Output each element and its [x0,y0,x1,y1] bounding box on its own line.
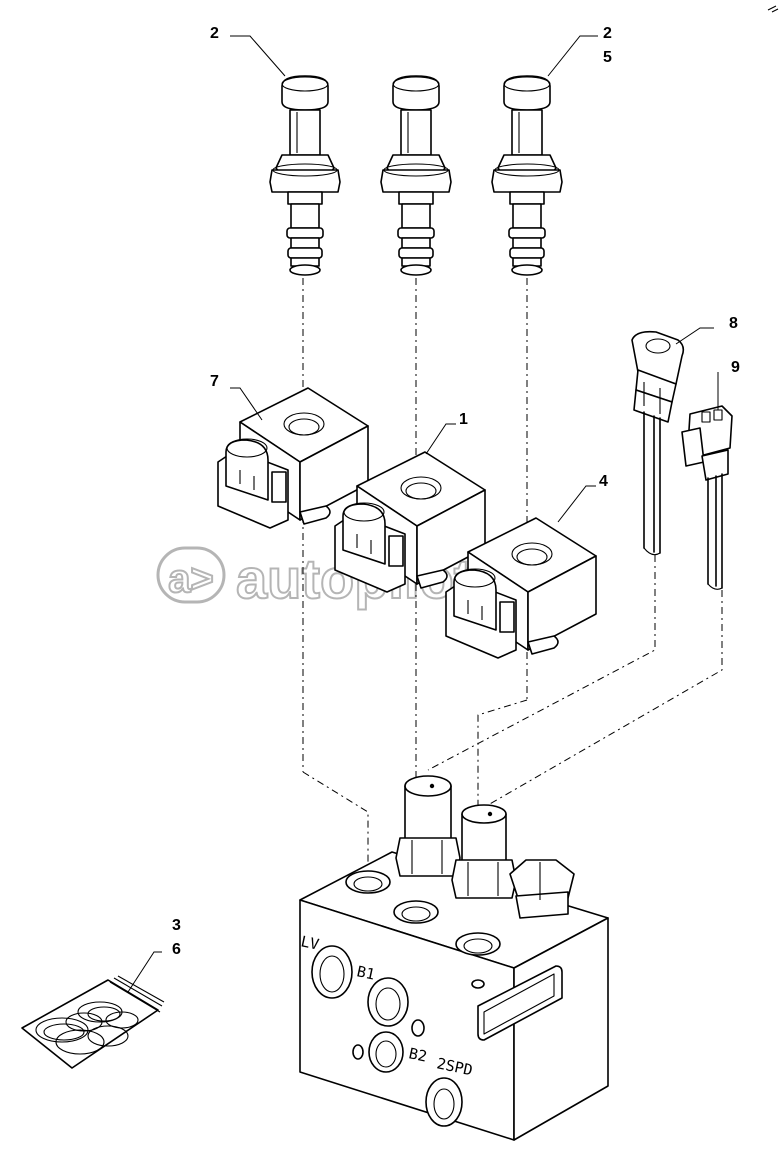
callout-1: 1 [459,411,468,428]
leader-7 [230,387,263,421]
small-port-top [471,979,485,989]
callout-7: 7 [210,373,219,390]
marking-b1: B1 [355,962,376,983]
leader-lines [127,35,719,993]
valve-manifold-block: LV B1 B2 2SPD [299,775,609,1141]
connector-8 [631,330,685,556]
callout-5: 5 [603,49,612,66]
cartridge-valve-middle [380,75,452,276]
callout-3: 3 [172,917,181,934]
marking-lv: LV [299,932,320,953]
callout-4: 4 [599,473,608,490]
callout-6: 6 [172,941,181,958]
leader-2a [230,35,286,77]
callout-2-left: 2 [210,25,219,42]
leader-8 [675,327,714,345]
solenoid-coil-7 [217,387,369,529]
alignment-line-connector-8 [427,555,656,771]
seal-kit-bag [21,975,165,1069]
alignment-line-valve-left-lower [302,771,369,880]
alignment-line-connector-9 [487,590,723,806]
leader-2b [547,35,598,77]
callout-8: 8 [729,315,738,332]
leader-4 [557,485,596,523]
watermark-logo-ring [156,546,226,604]
cartridge-valve-left [269,75,341,276]
marking-b2: B2 [407,1044,428,1065]
corner-mark [767,5,779,13]
leader-1 [425,423,456,455]
leader-3 [127,951,162,993]
watermark-logo: a> [168,557,214,601]
cartridge-valve-right [491,75,563,276]
callout-9: 9 [731,359,740,376]
alignment-line-valve-right-lower [477,699,528,940]
connector-9 [681,405,733,590]
callout-2-right: 2 [603,25,612,42]
callouts: 2 2 5 8 9 7 1 4 3 6 [172,25,740,958]
